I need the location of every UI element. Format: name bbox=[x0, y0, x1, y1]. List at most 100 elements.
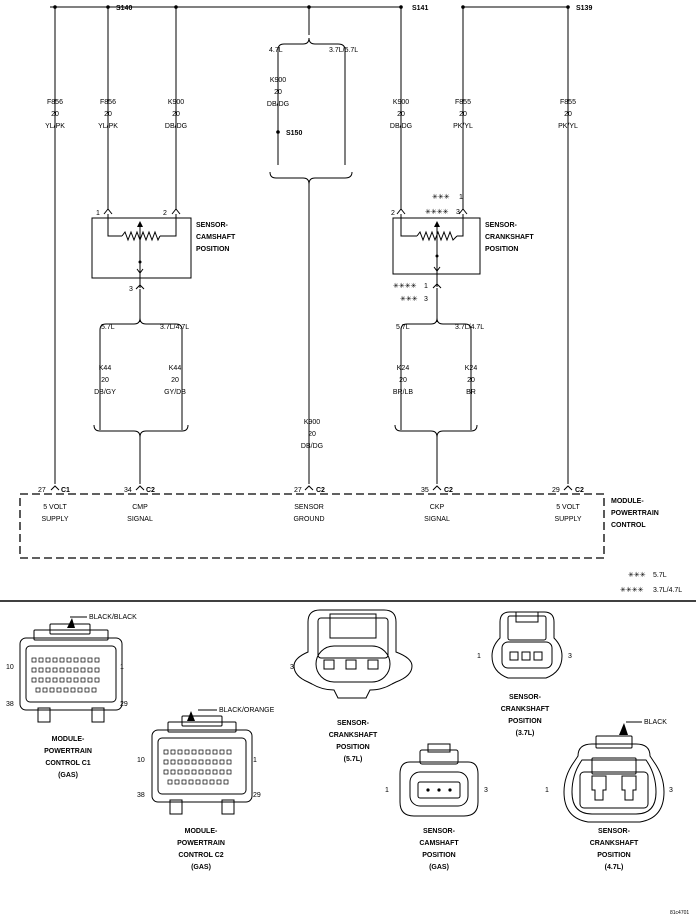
figure-id: 81c4701 bbox=[670, 910, 689, 916]
svg-text:3.7L/4.7L: 3.7L/4.7L bbox=[160, 324, 189, 331]
svg-text:CRANKSHAFT: CRANKSHAFT bbox=[329, 732, 378, 739]
pcm-module-label: MODULE- POWERTRAIN CONTROL bbox=[611, 498, 659, 529]
svg-text:5 VOLT: 5 VOLT bbox=[556, 504, 580, 511]
pcm-pin-35-c2: 35 C2 CKP SIGNAL bbox=[421, 487, 453, 523]
svg-text:(GAS): (GAS) bbox=[191, 864, 211, 871]
svg-text:1: 1 bbox=[459, 194, 463, 201]
svg-text:1: 1 bbox=[477, 653, 481, 660]
svg-text:YL/PK: YL/PK bbox=[45, 123, 65, 130]
svg-text:20: 20 bbox=[104, 111, 112, 118]
svg-text:SUPPLY: SUPPLY bbox=[554, 516, 581, 523]
svg-text:29: 29 bbox=[120, 701, 128, 708]
svg-text:20: 20 bbox=[101, 377, 109, 384]
svg-text:10: 10 bbox=[137, 757, 145, 764]
svg-text:3.7L/4.7L: 3.7L/4.7L bbox=[455, 324, 484, 331]
svg-text:POSITION: POSITION bbox=[336, 744, 369, 751]
svg-text:POSITION: POSITION bbox=[597, 852, 630, 859]
svg-text:29: 29 bbox=[253, 792, 261, 799]
connector-ckp-4-7l: BLACK 1 3 SENSOR- CRANKSHAFT POSITION (4… bbox=[545, 719, 673, 871]
svg-text:GY/DB: GY/DB bbox=[164, 389, 186, 396]
svg-text:3: 3 bbox=[669, 787, 673, 794]
connector-ckp-5-7l: 3 SENSOR- CRANKSHAFT POSITION (5.7L) bbox=[290, 609, 413, 763]
splice-s140: S140 bbox=[116, 5, 132, 12]
svg-text:DB/DG: DB/DG bbox=[390, 123, 412, 130]
ckp-4star-bottom: ✳✳✳✳ bbox=[393, 282, 417, 290]
pcm-pin-29-c2: 29 C2 5 VOLT SUPPLY bbox=[552, 487, 584, 523]
svg-text:CMP: CMP bbox=[132, 504, 148, 511]
svg-text:CKP: CKP bbox=[430, 504, 445, 511]
svg-text:34: 34 bbox=[124, 487, 132, 494]
svg-text:10: 10 bbox=[6, 664, 14, 671]
wire-label-k900-ckp: K900 20 DB/DG bbox=[390, 99, 412, 130]
svg-text:CONTROL C1: CONTROL C1 bbox=[45, 760, 90, 767]
pcm-module: 27 C1 5 VOLT SUPPLY 34 C2 CMP SIGNAL 27 … bbox=[19, 485, 659, 559]
svg-text:(GAS): (GAS) bbox=[58, 772, 78, 779]
svg-text:C2: C2 bbox=[575, 487, 584, 494]
svg-text:1: 1 bbox=[96, 210, 100, 217]
svg-text:SENSOR-: SENSOR- bbox=[196, 222, 229, 229]
wire-label-k44: K44 20 DB/GY K44 20 GY/DB bbox=[94, 365, 186, 396]
svg-text:20: 20 bbox=[459, 111, 467, 118]
pcm-pin-27-c1: 27 C1 5 VOLT SUPPLY bbox=[38, 487, 70, 523]
legend-3star-symbol: ✳✳✳ bbox=[628, 571, 646, 579]
wire-label-k24: K24 20 BR/LB K24 20 BR bbox=[393, 365, 477, 396]
svg-text:5 VOLT: 5 VOLT bbox=[43, 504, 67, 511]
wire-label-f856-left: F856 20 YL/PK bbox=[45, 99, 65, 130]
svg-text:POWERTRAIN: POWERTRAIN bbox=[611, 510, 659, 517]
svg-text:C2: C2 bbox=[444, 487, 453, 494]
svg-text:(5.7L): (5.7L) bbox=[344, 756, 363, 763]
wire-label-k900-cmp: K900 20 DB/DG bbox=[165, 99, 187, 130]
svg-text:C2: C2 bbox=[316, 487, 325, 494]
engine-legend: ✳✳✳ 5.7L ✳✳✳✳ 3.7L/4.7L bbox=[620, 571, 682, 594]
top-bus: S140 S141 S139 bbox=[50, 5, 592, 12]
svg-text:SIGNAL: SIGNAL bbox=[127, 516, 153, 523]
svg-text:SENSOR-: SENSOR- bbox=[423, 828, 456, 835]
svg-text:K900: K900 bbox=[168, 99, 184, 106]
ckp57-caption: SENSOR- CRANKSHAFT POSITION (5.7L) bbox=[329, 720, 378, 763]
svg-text:5.7L: 5.7L bbox=[396, 324, 410, 331]
svg-text:CONTROL: CONTROL bbox=[611, 522, 646, 529]
svg-text:1: 1 bbox=[253, 757, 257, 764]
svg-text:CAMSHAFT: CAMSHAFT bbox=[419, 840, 459, 847]
svg-text:20: 20 bbox=[51, 111, 59, 118]
svg-text:BLACK/ORANGE: BLACK/ORANGE bbox=[219, 707, 275, 714]
svg-text:1: 1 bbox=[385, 787, 389, 794]
ckp-3star-bottom: ✳✳✳ bbox=[400, 295, 418, 303]
splice-s139: S139 bbox=[576, 5, 592, 12]
svg-text:MODULE-: MODULE- bbox=[52, 736, 85, 743]
svg-text:38: 38 bbox=[6, 701, 14, 708]
svg-text:27: 27 bbox=[38, 487, 46, 494]
svg-text:POSITION: POSITION bbox=[485, 246, 518, 253]
connector-pcm-c1: BLACK/BLACK 10 1 38 29 MODULE- POWERTRAI… bbox=[6, 614, 137, 779]
svg-text:CRANKSHAFT: CRANKSHAFT bbox=[590, 840, 639, 847]
svg-text:SIGNAL: SIGNAL bbox=[424, 516, 450, 523]
svg-text:3: 3 bbox=[129, 286, 133, 293]
cmp-gas-caption: SENSOR- CAMSHAFT POSITION (GAS) bbox=[419, 828, 459, 871]
svg-text:3: 3 bbox=[568, 653, 572, 660]
svg-text:BLACK/BLACK: BLACK/BLACK bbox=[89, 614, 137, 621]
pcm-c2-pins bbox=[163, 749, 232, 785]
crankshaft-sensor-label: SENSOR- CRANKSHAFT POSITION bbox=[485, 222, 534, 253]
ckp-3star-top: ✳✳✳ bbox=[432, 193, 450, 201]
svg-text:DB/DG: DB/DG bbox=[301, 443, 323, 450]
svg-text:20: 20 bbox=[308, 431, 316, 438]
wire-label-k900-top: K900 20 DB/DG bbox=[267, 77, 289, 108]
svg-text:K24: K24 bbox=[465, 365, 478, 372]
wire-label-f856-mid: F856 20 YL/PK bbox=[98, 99, 118, 130]
svg-text:SENSOR: SENSOR bbox=[294, 504, 324, 511]
svg-text:K900: K900 bbox=[393, 99, 409, 106]
camshaft-sensor: 1 2 3 SENSOR- CAMSHAFT POSITION 5.7L 3.7… bbox=[91, 208, 236, 484]
svg-text:POSITION: POSITION bbox=[196, 246, 229, 253]
svg-text:F856: F856 bbox=[47, 99, 63, 106]
svg-text:MODULE-: MODULE- bbox=[185, 828, 218, 835]
splice-s141: S141 bbox=[412, 5, 428, 12]
svg-text:3: 3 bbox=[290, 664, 294, 671]
svg-text:1: 1 bbox=[545, 787, 549, 794]
svg-text:K900: K900 bbox=[270, 77, 286, 84]
svg-text:20: 20 bbox=[172, 111, 180, 118]
connector-cmp-gas: 1 3 SENSOR- CAMSHAFT POSITION (GAS) bbox=[385, 743, 488, 871]
svg-text:5.7L: 5.7L bbox=[653, 572, 667, 579]
svg-text:POWERTRAIN: POWERTRAIN bbox=[44, 748, 92, 755]
svg-text:20: 20 bbox=[399, 377, 407, 384]
